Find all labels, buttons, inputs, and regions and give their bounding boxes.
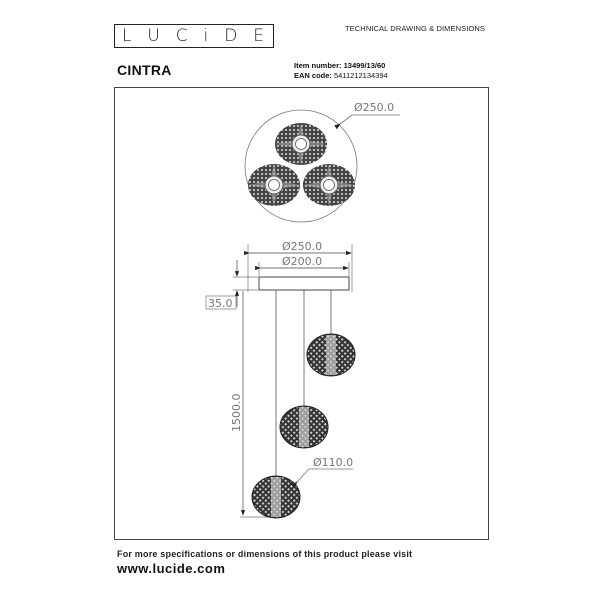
brand-logo: L U C i D E: [114, 24, 274, 48]
item-number-label: Item number:: [294, 61, 342, 70]
section-label: TECHNICAL DRAWING & DIMENSIONS: [345, 24, 485, 33]
item-number-value: 13499/13/60: [343, 61, 386, 70]
canopy-outline: [244, 109, 358, 223]
canopy-outer-diameter-label: Ø250.0: [282, 240, 322, 253]
product-title: CINTRA: [117, 62, 172, 78]
item-number-row: Item number: 13499/13/60: [294, 61, 388, 71]
shade-middle: [279, 405, 329, 449]
logo-letter: D: [224, 26, 240, 46]
canopy-inner-diameter-label: Ø200.0: [282, 255, 322, 268]
canopy-height-label: 35.0: [208, 297, 233, 310]
shade-left: [251, 475, 301, 519]
ean-label: EAN code:: [294, 71, 332, 80]
product-info: Item number: 13499/13/60 EAN code: 54112…: [294, 61, 388, 81]
ceiling-canopy: [258, 276, 350, 291]
logo-letter: i: [203, 26, 211, 46]
right-lamp-disc: [303, 164, 355, 206]
shade-diameter-label: Ø110.0: [313, 456, 353, 469]
logo-letter: C: [175, 26, 190, 46]
logo-letter: E: [253, 26, 266, 46]
top-diameter-label: Ø250.0: [354, 101, 394, 114]
left-lamp-disc: [248, 164, 300, 206]
logo-letter: L: [121, 26, 134, 46]
footer-url[interactable]: www.lucide.com: [117, 561, 226, 576]
logo-text: L U C i D E: [115, 25, 273, 47]
total-height-label: 1500.0: [230, 394, 243, 433]
top-lamp-disc: [275, 123, 327, 165]
logo-letter: U: [147, 26, 162, 46]
footer-note: For more specifications or dimensions of…: [117, 549, 413, 559]
drawing-frame: [114, 87, 489, 540]
top-view: Ø250.0: [244, 101, 400, 223]
side-view: Ø250.0 Ø200.0 35.0 1500.0: [205, 240, 356, 519]
shade-right: [306, 333, 356, 377]
ean-row: EAN code: 5411212134394: [294, 71, 388, 81]
ean-value: 5411212134394: [334, 71, 388, 80]
